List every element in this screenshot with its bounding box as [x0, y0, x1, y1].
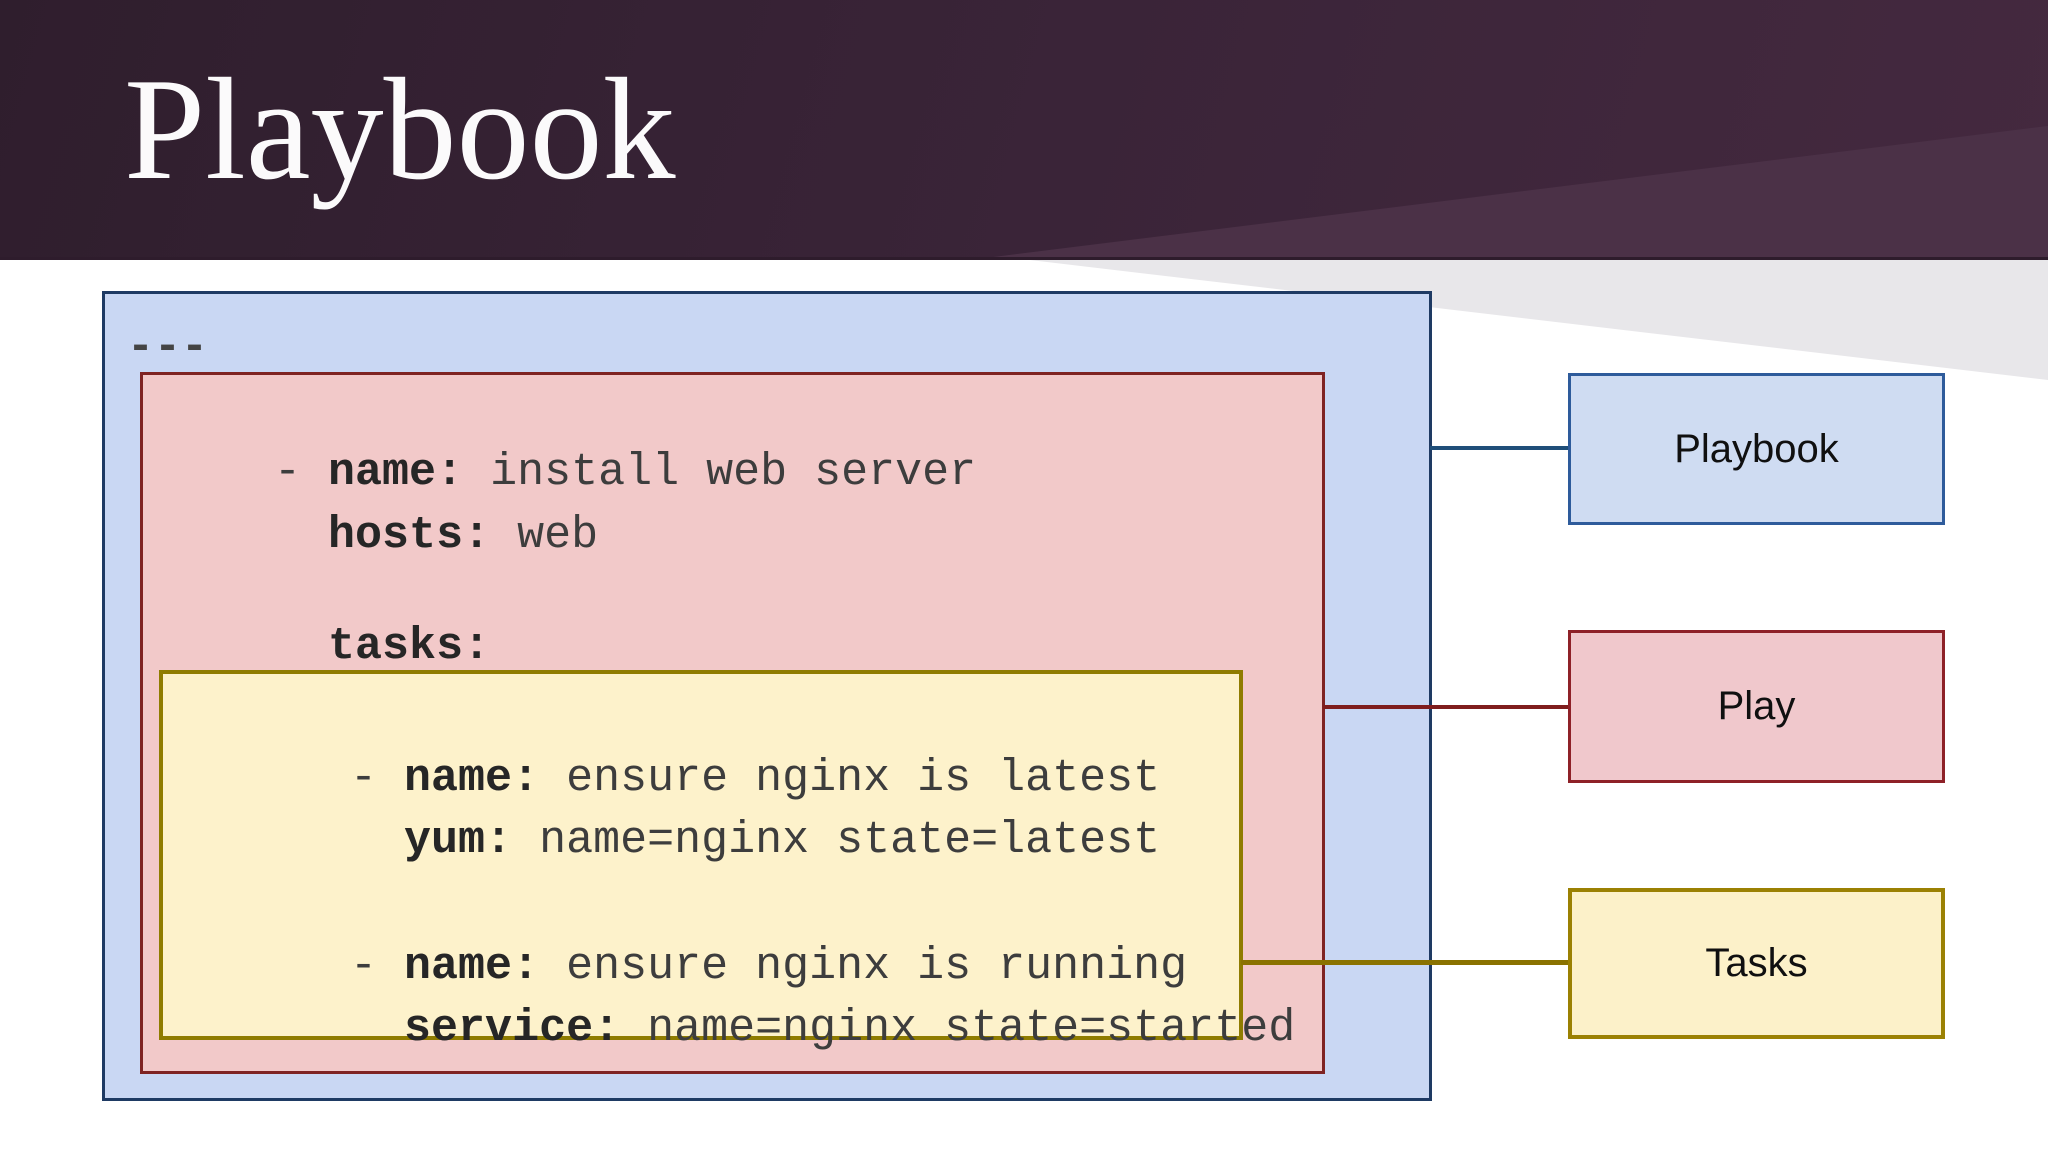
yaml-prefix: - — [274, 447, 329, 498]
play-label-box: Play — [1568, 630, 1945, 783]
yaml-line-name: - name: install web server — [166, 405, 976, 540]
yaml-value: ensure nginx is latest — [539, 753, 1161, 804]
play-connector-line — [1323, 705, 1568, 709]
yaml-line-tasks: tasks: — [166, 579, 490, 714]
yaml-key: name: — [328, 447, 464, 498]
yaml-line-task1-name: - name: ensure nginx is latest — [242, 711, 1160, 846]
playbook-label: Playbook — [1674, 426, 1839, 471]
yaml-line-task2-name: - name: ensure nginx is running — [242, 899, 1187, 1034]
yaml-line-task2-service: service: name=nginx state=started — [242, 961, 1295, 1096]
tasks-connector-line — [1241, 960, 1568, 965]
yaml-prefix — [274, 621, 328, 672]
slide-title: Playbook — [124, 48, 676, 210]
tasks-label-box: Tasks — [1568, 888, 1945, 1039]
tasks-label: Tasks — [1705, 941, 1808, 985]
playbook-connector-line — [1430, 446, 1568, 450]
yaml-key: service: — [404, 1003, 621, 1054]
playbook-label-box: Playbook — [1568, 373, 1945, 525]
yaml-line-task1-yum: yum: name=nginx state=latest — [242, 773, 1160, 908]
yaml-key: hosts: — [328, 510, 491, 561]
yaml-value: ensure nginx is running — [539, 941, 1188, 992]
yaml-key: name: — [404, 941, 540, 992]
slide-header: Playbook — [0, 0, 2048, 260]
yaml-prefix: - — [350, 753, 405, 804]
yaml-prefix: - — [350, 941, 405, 992]
yaml-line-hosts: hosts: web — [166, 468, 598, 603]
yaml-value: web — [490, 510, 599, 561]
yaml-value: install web server — [463, 447, 977, 498]
yaml-key: tasks: — [328, 621, 491, 672]
yaml-prefix — [350, 815, 404, 866]
yaml-prefix — [274, 510, 328, 561]
tasks-box — [159, 670, 1243, 1040]
yaml-value: name=nginx state=latest — [512, 815, 1161, 866]
play-label: Play — [1717, 684, 1796, 728]
yaml-key: yum: — [404, 815, 513, 866]
yaml-value: name=nginx state=started — [620, 1003, 1296, 1054]
yaml-prefix — [350, 1003, 404, 1054]
yaml-key: name: — [404, 753, 540, 804]
yaml-doc-start: --- — [127, 322, 209, 373]
